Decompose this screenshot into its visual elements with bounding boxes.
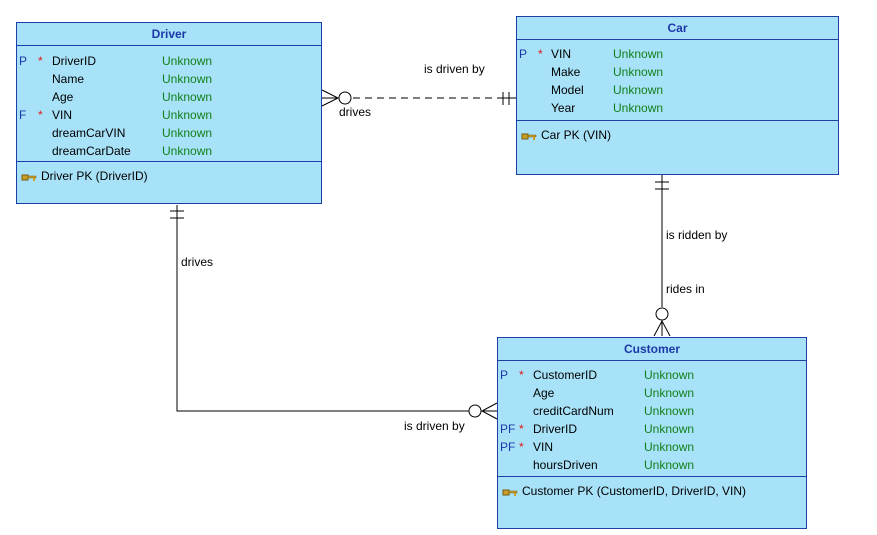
driver-car-bottom-label: drives — [339, 105, 372, 119]
attribute-type: Unknown — [162, 54, 213, 68]
attribute-row[interactable]: Make Unknown — [517, 63, 838, 81]
driver-car-optional-circle — [338, 91, 352, 105]
driver-customer-top-label: drives — [181, 255, 214, 269]
key-flag: P — [519, 47, 528, 61]
key-icon — [21, 174, 37, 181]
required-marker: * — [519, 422, 524, 436]
attribute-name: VIN — [533, 440, 554, 454]
primary-key-row[interactable]: Driver PK (DriverID) — [21, 168, 148, 184]
key-icon — [521, 133, 537, 140]
attribute-name: CustomerID — [533, 368, 598, 382]
attribute-type: Unknown — [162, 72, 213, 86]
key-flag: PF — [500, 440, 516, 454]
attribute-name: DriverID — [52, 54, 96, 68]
key-icon — [502, 489, 518, 496]
primary-key-row[interactable]: Car PK (VIN) — [521, 127, 611, 143]
primary-key-label: Car PK (VIN) — [541, 128, 612, 142]
attribute-row[interactable]: PF* DriverID Unknown — [498, 420, 806, 438]
driver-customer-line — [176, 205, 469, 412]
attribute-type: Unknown — [162, 90, 213, 104]
attribute-type: Unknown — [644, 386, 695, 400]
attribute-row[interactable]: Year Unknown — [517, 99, 838, 117]
attribute-name: Age — [533, 386, 555, 400]
required-marker: * — [519, 440, 524, 454]
primary-key-label: Driver PK (DriverID) — [41, 169, 148, 183]
attribute-name: Model — [551, 83, 584, 97]
attribute-name: VIN — [52, 108, 73, 122]
attribute-type: Unknown — [613, 65, 664, 79]
key-flag: P — [500, 368, 509, 382]
primary-key-label: Customer PK (CustomerID, DriverID, VIN) — [522, 484, 747, 498]
entity-title: Customer — [498, 338, 806, 361]
entity-divider — [17, 161, 321, 162]
attribute-row[interactable]: Age Unknown — [498, 384, 806, 402]
key-flag: P — [19, 54, 28, 68]
attribute-type: Unknown — [644, 404, 695, 418]
driver-customer-bottom-label: is driven by — [404, 419, 465, 433]
attribute-name: hoursDriven — [533, 458, 598, 472]
attribute-name: DriverID — [533, 422, 577, 436]
attribute-row[interactable]: P * VIN Unknown — [517, 45, 838, 63]
primary-key-row[interactable]: Customer PK (CustomerID, DriverID, VIN) — [502, 483, 746, 499]
attribute-name: Name — [52, 72, 85, 86]
attribute-type: Unknown — [613, 101, 664, 115]
attribute-name: Age — [52, 90, 74, 104]
car-customer-bottom-label: rides in — [666, 282, 705, 296]
attribute-type: Unknown — [644, 368, 695, 382]
attribute-type: Unknown — [162, 126, 213, 140]
key-flag: PF — [500, 422, 516, 436]
attribute-row[interactable]: dreamCarDate Unknown — [17, 142, 321, 160]
attribute-type: Unknown — [613, 47, 664, 61]
driver-customer-optional-circle — [468, 404, 482, 418]
attribute-row[interactable]: Name Unknown — [17, 70, 321, 88]
attribute-name: dreamCarVIN — [52, 126, 126, 140]
attribute-name: VIN — [551, 47, 572, 61]
car-customer-top-label: is ridden by — [666, 228, 728, 242]
key-flag: F — [19, 108, 27, 122]
driver-car-top-label: is driven by — [424, 62, 485, 76]
attribute-row[interactable]: hoursDriven Unknown — [498, 456, 806, 474]
attribute-name: Year — [551, 101, 576, 115]
entity-divider — [517, 120, 838, 121]
required-marker: * — [519, 368, 524, 382]
attribute-type: Unknown — [613, 83, 664, 97]
attribute-type: Unknown — [644, 458, 695, 472]
car-customer-optional-circle — [655, 307, 669, 321]
attribute-row[interactable]: Age Unknown — [17, 88, 321, 106]
attribute-row[interactable]: dreamCarVIN Unknown — [17, 124, 321, 142]
attribute-row[interactable]: Model Unknown — [517, 81, 838, 99]
required-marker: * — [38, 108, 43, 122]
attribute-name: creditCardNum — [533, 404, 614, 418]
entity-title: Driver — [17, 23, 321, 46]
attribute-row[interactable]: P * CustomerID Unknown — [498, 366, 806, 384]
attribute-type: Unknown — [644, 440, 695, 454]
attribute-name: Make — [551, 65, 581, 79]
entity-title: Car — [517, 17, 838, 40]
attribute-type: Unknown — [162, 108, 213, 122]
attribute-row[interactable]: creditCardNum Unknown — [498, 402, 806, 420]
attribute-row[interactable]: P * DriverID Unknown — [17, 52, 321, 70]
required-marker: * — [38, 54, 43, 68]
attribute-type: Unknown — [162, 144, 213, 158]
required-marker: * — [538, 47, 543, 61]
attribute-type: Unknown — [644, 422, 695, 436]
entity-divider — [498, 476, 806, 477]
attribute-row[interactable]: PF* VIN Unknown — [498, 438, 806, 456]
attribute-name: dreamCarDate — [52, 144, 131, 158]
attribute-row[interactable]: F * VIN Unknown — [17, 106, 321, 124]
